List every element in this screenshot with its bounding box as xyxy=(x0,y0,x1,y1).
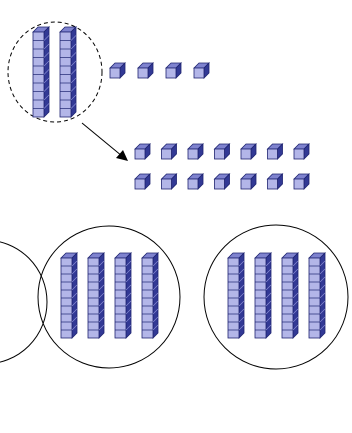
unit-cube xyxy=(109,62,126,79)
grouping-circles xyxy=(0,224,349,370)
ten-rod xyxy=(87,252,105,339)
unit-cube xyxy=(293,173,310,190)
unit-cube xyxy=(240,143,257,160)
grouping-circle xyxy=(37,225,181,369)
unit-cube xyxy=(266,173,284,190)
unit-cube xyxy=(160,173,178,190)
ten-rods xyxy=(32,26,326,339)
unit-cube xyxy=(266,143,284,160)
unit-cube xyxy=(193,62,210,79)
ten-rod xyxy=(114,252,132,339)
ten-rod xyxy=(59,26,77,118)
ten-rod xyxy=(141,252,159,339)
unit-cube xyxy=(187,143,204,160)
arrow-head xyxy=(116,150,128,161)
unit-cubes xyxy=(109,62,310,190)
ten-rod xyxy=(32,26,50,118)
ten-rod xyxy=(308,252,326,339)
unit-cube xyxy=(240,173,257,190)
ten-rod xyxy=(254,252,272,339)
unit-cube xyxy=(134,173,151,190)
grouping-circle xyxy=(203,224,349,370)
unit-cube xyxy=(134,143,151,160)
dashed-loop-group xyxy=(7,21,103,123)
ten-rod xyxy=(227,252,245,339)
unit-cube xyxy=(187,173,204,190)
ten-rod xyxy=(60,252,78,339)
unit-cube xyxy=(293,143,310,160)
regroup-arrow xyxy=(81,122,128,161)
unit-cube xyxy=(160,143,178,160)
grouping-circle xyxy=(0,241,48,363)
dashed-loop xyxy=(7,21,103,123)
arrow-shaft xyxy=(81,122,123,157)
unit-cube xyxy=(165,62,182,79)
unit-cube xyxy=(213,173,231,190)
ten-rod xyxy=(281,252,299,339)
unit-cube xyxy=(213,143,231,160)
unit-cube xyxy=(137,62,154,79)
